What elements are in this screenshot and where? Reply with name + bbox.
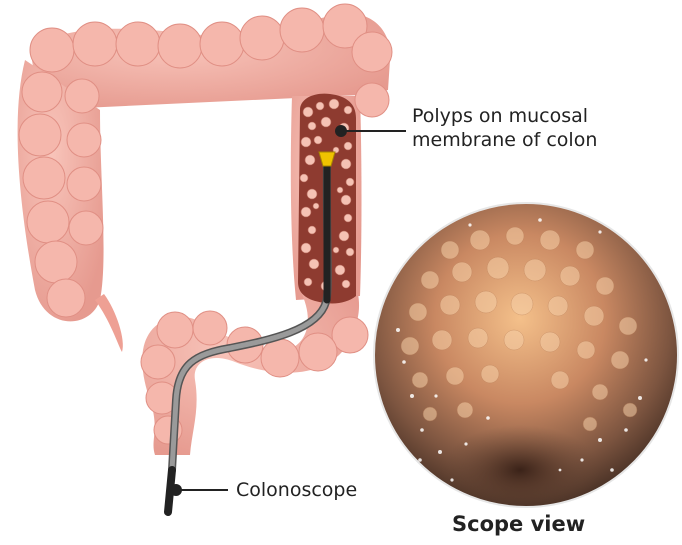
polyps-pointer-dot (335, 125, 347, 137)
colonoscope-label: Colonoscope (236, 478, 357, 502)
polyps-label: Polyps on mucosal membrane of colon (412, 104, 597, 152)
scope-view-image (374, 203, 678, 515)
polyps-label-line2: membrane of colon (412, 128, 597, 152)
polyps-label-line1: Polyps on mucosal (412, 104, 597, 128)
colonoscope-pointer-dot (170, 484, 182, 496)
scope-view-caption: Scope view (452, 512, 585, 536)
